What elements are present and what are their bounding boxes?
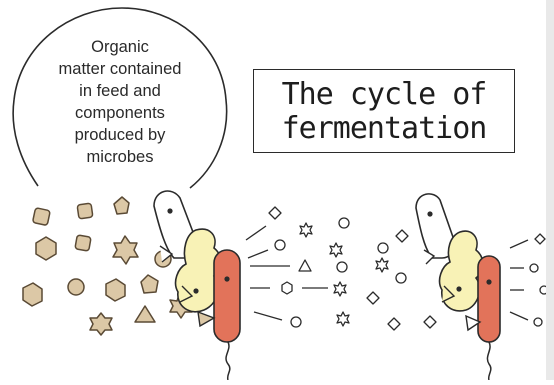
red-microbe [214,250,240,342]
page-edge-shadow [546,0,554,380]
small-particle [535,234,545,244]
red-microbe-flagellum [487,342,490,380]
microbe-nucleus [486,279,491,284]
microbe-nucleus [193,288,198,293]
small-particle [339,218,349,228]
microbe-nucleus [224,276,229,281]
small-particle [330,243,342,257]
small-particle [376,258,388,272]
title-line-2: fermentation [254,112,514,146]
bubble-line: in feed and [22,80,218,102]
microbe-group-left [154,191,240,380]
microbe-group-right [416,194,500,380]
bubble-line: produced by [22,124,218,146]
organic-particle [90,313,112,335]
bubble-line: Organic [22,36,218,58]
small-particle [282,282,292,294]
small-particles-right [530,234,548,326]
red-microbe-mouth [198,312,214,326]
microbe-nucleus [427,211,432,216]
organic-particle [68,279,84,295]
small-particle [275,240,285,250]
small-particles-middle [269,207,436,330]
organic-particle [75,235,91,251]
organic-particle [36,237,56,260]
red-microbe-flagellum [226,342,230,380]
emission-lines-left [246,226,328,320]
organic-particle [113,236,138,264]
small-particle [396,230,408,242]
small-particle [291,317,301,327]
small-particle [337,262,347,272]
small-particle [424,316,436,328]
bubble-line: matter contained [22,58,218,80]
small-particle [269,207,281,219]
organic-particle [141,275,158,293]
small-particle [334,282,346,296]
small-particle [396,273,406,283]
small-particle [300,223,312,237]
small-particle [299,260,311,271]
small-particle [367,292,379,304]
small-particle [388,318,400,330]
organic-particle [106,279,125,301]
bubble-line: microbes [22,146,218,168]
red-microbe [478,256,500,342]
organic-particle [114,197,129,214]
organic-particle [135,306,155,322]
bubble-line: components [22,102,218,124]
microbe-nucleus [456,286,461,291]
emission-lines-right [510,240,528,320]
organic-particle [32,208,50,226]
title-box: The cycle of fermentation [253,69,515,153]
microbe-nucleus [167,208,172,213]
small-particle [530,264,538,272]
organic-particle [23,283,42,306]
speech-bubble-text: Organic matter contained in feed and com… [22,36,218,168]
title-line-1: The cycle of [254,78,514,112]
small-particle [378,243,388,253]
small-particle [534,318,542,326]
small-particle [337,312,349,326]
organic-particle [77,203,93,219]
